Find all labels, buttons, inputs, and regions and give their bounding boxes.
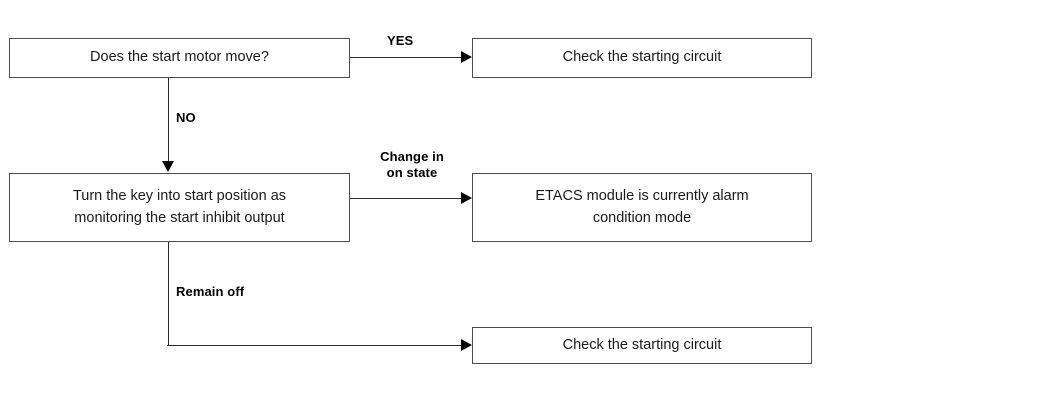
edge-remain-off-hline bbox=[167, 345, 462, 346]
node-check-starting-circuit-top-text: Check the starting circuit bbox=[562, 49, 722, 66]
edge-change-in-on-state-line bbox=[350, 198, 462, 199]
node-check-starting-circuit-top: Check the starting circuit bbox=[472, 38, 812, 78]
edge-remain-off-arrowhead bbox=[461, 339, 472, 351]
edge-remain-off-vline bbox=[168, 242, 169, 346]
edge-no-line bbox=[168, 78, 169, 162]
node-etacs-alarm-condition: ETACS module is currently alarm conditio… bbox=[472, 173, 812, 242]
edge-label-yes: YES bbox=[387, 33, 414, 48]
edge-no-arrowhead bbox=[162, 161, 174, 172]
node-question-start-motor-text: Does the start motor move? bbox=[90, 49, 269, 66]
edge-change-in-on-state-arrowhead bbox=[461, 192, 472, 204]
node-check-starting-circuit-bottom: Check the starting circuit bbox=[472, 327, 812, 364]
node-turn-key-monitor-text: Turn the key into start position as moni… bbox=[72, 188, 287, 226]
edge-yes-arrowhead bbox=[461, 51, 472, 63]
edge-yes-line bbox=[350, 57, 462, 58]
node-etacs-alarm-condition-text: ETACS module is currently alarm conditio… bbox=[535, 188, 749, 226]
node-turn-key-monitor: Turn the key into start position as moni… bbox=[9, 173, 350, 242]
edge-label-change-in-on-state: Change in on state bbox=[380, 149, 444, 181]
node-question-start-motor: Does the start motor move? bbox=[9, 38, 350, 78]
edge-label-no: NO bbox=[176, 110, 196, 125]
node-check-starting-circuit-bottom-text: Check the starting circuit bbox=[562, 336, 722, 353]
edge-label-remain-off: Remain off bbox=[176, 284, 245, 299]
